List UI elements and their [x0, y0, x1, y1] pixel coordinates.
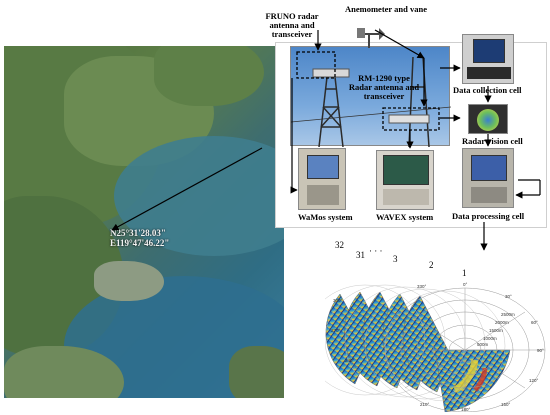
angle-label-330: 330°	[417, 284, 427, 289]
anemometer-icon	[357, 28, 385, 48]
data-processing-label: Data processing cell	[452, 211, 525, 221]
processing-cabinet-photo	[462, 148, 514, 208]
angle-label-0: 0°	[463, 282, 468, 287]
data-collection-label: Data collection cell	[453, 85, 522, 95]
range-label-500: 500m	[477, 342, 489, 347]
angle-label-120: 120°	[529, 378, 539, 383]
polar-grid	[384, 287, 546, 412]
site-coordinates: N25°31'28.03" E119°47'46.22"	[110, 228, 169, 248]
radar-tower-photo	[290, 46, 452, 148]
angle-label-60: 60°	[531, 320, 538, 325]
angle-label-150: 150°	[501, 402, 511, 407]
latitude-label: N25°31'28.03"	[110, 228, 166, 238]
frame-number-31: 31	[356, 250, 365, 260]
longitude-label: E119°47'46.22"	[110, 238, 170, 248]
wavex-photo	[376, 150, 434, 210]
fruno-label: FRUNO radar antenna and transceiver	[265, 11, 319, 39]
frame-number-1: 1	[462, 268, 467, 278]
angle-label-30: 30°	[505, 294, 512, 299]
range-label-1000: 1000m	[483, 336, 497, 341]
radar-vision-label: Radar vision cell	[462, 136, 523, 146]
anemometer-label: Anemometer and vane	[345, 4, 427, 14]
laptop-photo	[462, 34, 514, 84]
wamos-photo	[298, 148, 346, 210]
frame-ellipsis: · · ·	[369, 246, 383, 256]
wamos-label: WaMos system	[298, 212, 353, 222]
angle-label-270: 270°	[331, 328, 341, 333]
radar-image-sequence: 32 31 · · · 3 2 1 2500m 2000m 1500m 1000…	[325, 240, 546, 412]
angle-label-90: 90°	[537, 348, 544, 353]
frame-number-3: 3	[393, 254, 398, 264]
radar-frames	[325, 291, 511, 412]
range-label-1500: 1500m	[489, 328, 503, 333]
range-label-2500: 2500m	[501, 312, 515, 317]
frame-number-32: 32	[335, 240, 344, 250]
angle-label-240: 240°	[345, 358, 355, 363]
angle-label-300: 300°	[333, 298, 343, 303]
wavex-label: WAVEX system	[376, 212, 434, 222]
angle-label-180: 180°	[461, 407, 471, 412]
frame-number-2: 2	[429, 260, 434, 270]
rm1290-label: RM-1290 type Radar antenna and transceiv…	[348, 73, 420, 101]
radar-vision-photo	[468, 104, 508, 134]
range-label-2000: 2000m	[495, 320, 509, 325]
angle-label-210: 210°	[420, 402, 430, 407]
